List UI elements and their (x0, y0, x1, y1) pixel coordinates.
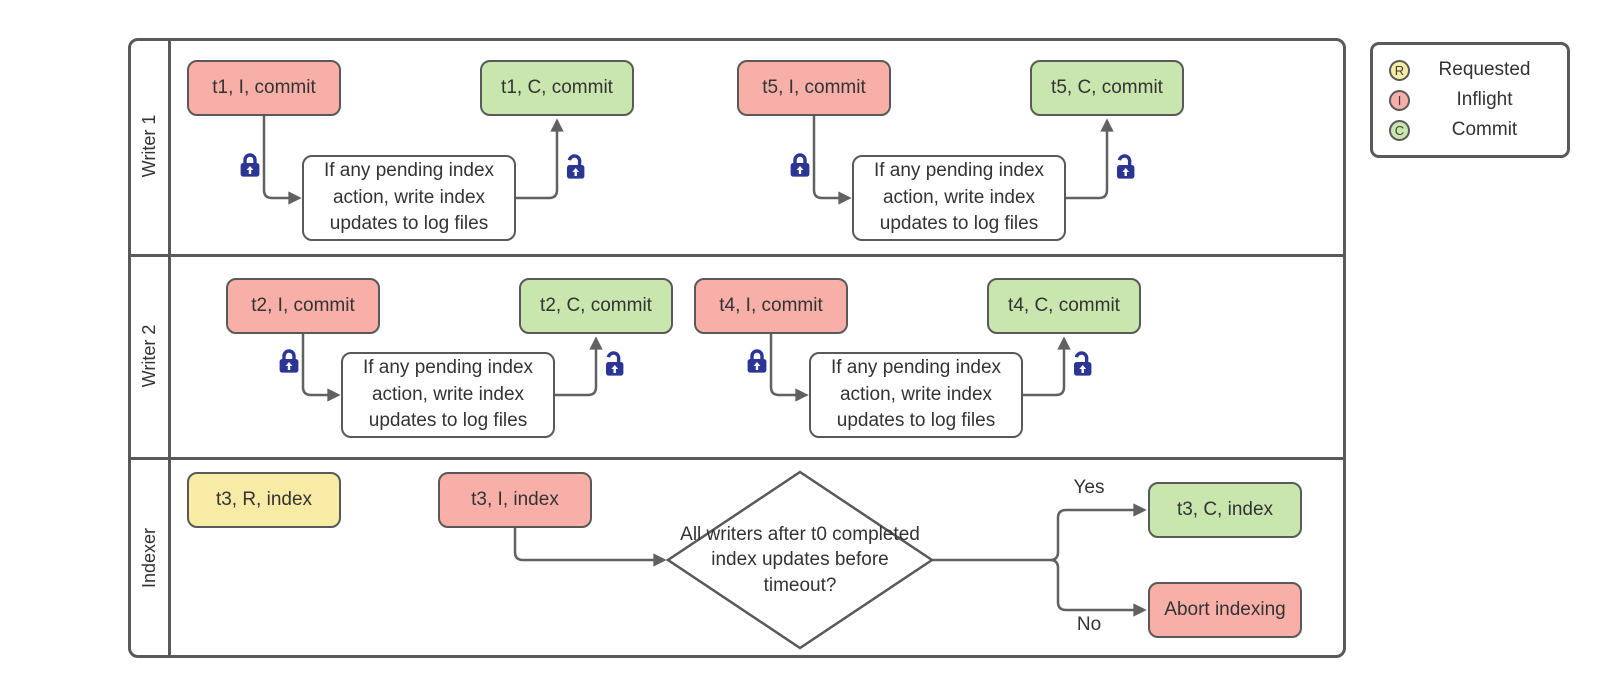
closed-lock-icon (788, 153, 812, 179)
node-t4-commit: t4, C, commit (987, 278, 1141, 334)
node-t2-commit: t2, C, commit (519, 278, 673, 334)
connector-decision-yes-to-t3-commit (932, 503, 1147, 562)
connector-note-to-t5-commit (1066, 118, 1114, 200)
legend-row-commit: C Commit (1389, 117, 1559, 143)
lane-divider-2 (128, 457, 1346, 460)
node-t3-requested: t3, R, index (187, 472, 341, 528)
connector-t5-inflight-to-note (812, 116, 852, 205)
node-t3-inflight: t3, I, index (438, 472, 592, 528)
node-t5-commit: t5, C, commit (1030, 60, 1184, 116)
note-writer1-a: If any pending index action, write index… (302, 155, 516, 241)
node-t4-inflight: t4, I, commit (694, 278, 848, 334)
legend-label: Inflight (1456, 89, 1513, 110)
connector-decision-no-to-abort (1049, 558, 1147, 617)
legend-label: Commit (1451, 119, 1518, 140)
node-t1-inflight: t1, I, commit (187, 60, 341, 116)
lane-divider-1 (128, 254, 1346, 257)
open-lock-icon (565, 154, 587, 181)
legend-row-inflight: I Inflight (1389, 87, 1559, 113)
connector-note-to-t4-commit (1023, 336, 1071, 397)
node-t5-inflight: t5, I, commit (737, 60, 891, 116)
connector-t2-inflight-to-note (301, 334, 341, 402)
open-lock-icon (1072, 351, 1094, 378)
swimlane-pool (128, 38, 1346, 658)
note-writer1-b: If any pending index action, write index… (852, 155, 1066, 241)
requested-badge-icon: R (1389, 59, 1410, 81)
legend-label: Requested (1438, 59, 1531, 80)
connector-t3-inflight-to-decision (513, 528, 667, 567)
node-t3-commit: t3, C, index (1148, 482, 1302, 538)
decision-diamond (665, 470, 935, 650)
closed-lock-icon (238, 153, 262, 179)
commit-badge-icon: C (1389, 119, 1410, 141)
connector-note-to-t1-commit (516, 118, 564, 200)
closed-lock-icon (277, 349, 301, 375)
node-t2-inflight: t2, I, commit (226, 278, 380, 334)
open-lock-icon (604, 351, 626, 378)
node-abort-indexing: Abort indexing (1148, 582, 1302, 638)
edge-label-yes: Yes (1073, 477, 1105, 498)
open-lock-icon (1115, 154, 1137, 181)
connector-t1-inflight-to-note (262, 116, 302, 205)
lane-label-column-divider (168, 38, 171, 658)
connector-t4-inflight-to-note (769, 334, 809, 402)
note-writer2-a: If any pending index action, write index… (341, 352, 555, 438)
connector-note-to-t2-commit (555, 336, 603, 397)
node-t1-commit: t1, C, commit (480, 60, 634, 116)
closed-lock-icon (745, 349, 769, 375)
legend-row-requested: R Requested (1389, 57, 1559, 83)
note-writer2-b: If any pending index action, write index… (809, 352, 1023, 438)
inflight-badge-icon: I (1389, 89, 1410, 111)
legend: R Requested I Inflight C Commit (1370, 42, 1570, 158)
edge-label-no: No (1076, 614, 1102, 635)
decision-text: All writers after t0 completed index upd… (680, 523, 920, 596)
